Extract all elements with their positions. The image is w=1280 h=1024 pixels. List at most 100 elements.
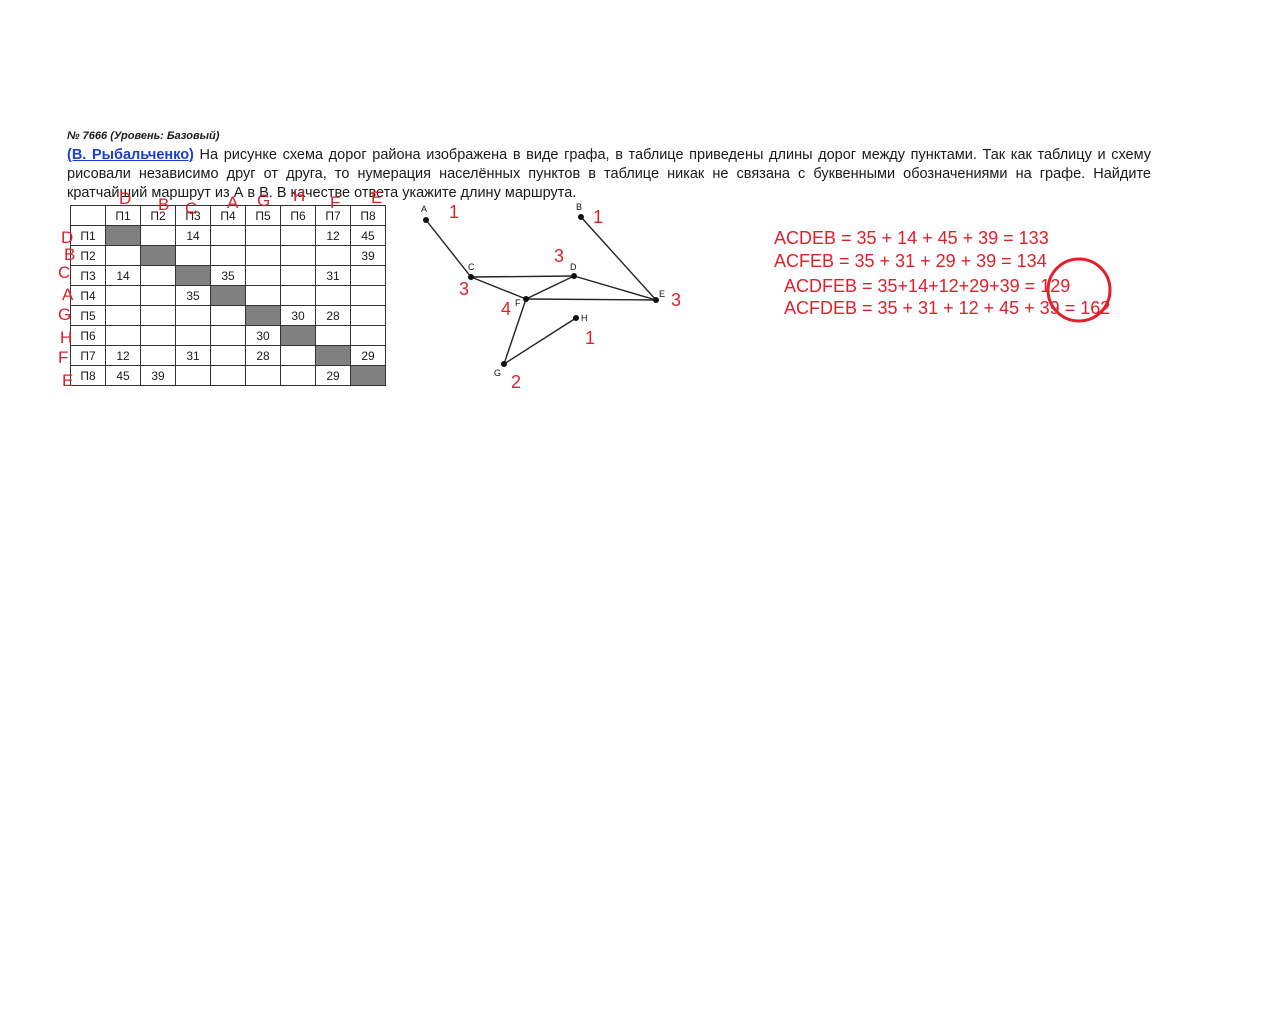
node-e — [653, 297, 659, 303]
distance-cell — [140, 285, 176, 306]
row-header: П4 — [70, 285, 106, 306]
distance-cell — [245, 265, 281, 286]
distance-cell — [210, 345, 246, 366]
distance-cell — [280, 245, 316, 266]
row-letter: E — [62, 371, 74, 390]
row-letter: C — [58, 263, 71, 282]
distance-cell — [105, 245, 141, 266]
degree-b: 1 — [593, 207, 603, 227]
col-header: П6 — [280, 205, 316, 226]
author-link[interactable]: (В. Рыбальченко) — [67, 147, 194, 163]
distance-cell: 30 — [280, 305, 316, 326]
distance-cell — [175, 325, 211, 346]
distance-cell — [175, 305, 211, 326]
node-a — [423, 217, 429, 223]
distance-cell — [140, 305, 176, 326]
distance-cell: 45 — [105, 365, 141, 386]
col-letter: A — [227, 193, 239, 212]
distance-cell — [350, 305, 386, 326]
equation-acfeb: ACFEB = 35 + 31 + 29 + 39 = 134 — [774, 251, 1047, 271]
node-d — [571, 273, 577, 279]
equation-acdeb: ACDEB = 35 + 14 + 45 + 39 = 133 — [774, 228, 1049, 248]
edge-f-g — [503, 298, 527, 365]
node-label-h: H — [581, 313, 588, 323]
edge-c-d — [470, 275, 575, 278]
distance-cell — [245, 285, 281, 306]
row-letter: B — [64, 245, 76, 264]
distance-cell — [245, 245, 281, 266]
col-letter: F — [330, 193, 341, 212]
distance-cell: 14 — [105, 265, 141, 286]
node-c — [468, 274, 474, 280]
edge-d-e — [573, 275, 657, 301]
row-header: П1 — [70, 225, 106, 246]
distance-cell — [350, 325, 386, 346]
distance-cell — [210, 245, 246, 266]
distance-cell — [105, 305, 141, 326]
distance-cell — [280, 345, 316, 366]
problem-text: (В. Рыбальченко) На рисунке схема дорог … — [67, 146, 1151, 203]
distance-cell — [280, 225, 316, 246]
row-header: П2 — [70, 245, 106, 266]
node-h — [573, 315, 579, 321]
distance-cell — [280, 365, 316, 386]
edge-f-e — [525, 298, 657, 301]
problem-header: № 7666 (Уровень: Базовый) — [67, 130, 220, 142]
node-f — [523, 296, 529, 302]
distance-cell — [245, 225, 281, 246]
distance-cell — [315, 325, 351, 346]
degree-e: 3 — [671, 290, 681, 310]
distance-cell: 30 — [245, 325, 281, 346]
col-header: П7 — [315, 205, 351, 226]
distance-cell — [315, 245, 351, 266]
equation-acfdeb: ACFDEB = 35 + 31 + 12 + 45 + 39 = 162 — [784, 298, 1111, 318]
col-letter: B — [158, 195, 170, 214]
col-letter: E — [371, 188, 383, 207]
row-header: П8 — [70, 365, 106, 386]
row-header: П7 — [70, 345, 106, 366]
diagonal-cell — [350, 365, 386, 386]
distance-cell: 45 — [350, 225, 386, 246]
row-letter: G — [58, 305, 72, 324]
distance-cell: 14 — [175, 225, 211, 246]
road-graph: A B C D E F G H 1 1 3 3 3 4 1 2 — [421, 202, 681, 392]
diagonal-cell — [140, 245, 176, 266]
col-header: П3 — [175, 205, 211, 226]
distance-cell: 39 — [140, 365, 176, 386]
node-label-e: E — [659, 289, 665, 299]
diagonal-cell — [245, 305, 281, 326]
edge-c-f — [470, 276, 527, 300]
node-b — [578, 214, 584, 220]
row-header: П6 — [70, 325, 106, 346]
row-letter: F — [58, 348, 69, 367]
node-label-d: D — [570, 262, 577, 272]
row-header: П5 — [70, 305, 106, 326]
distance-cell — [140, 225, 176, 246]
table-row: П6 30 — [70, 325, 386, 346]
graph-nodes — [423, 214, 659, 367]
degree-f: 4 — [501, 299, 511, 319]
distance-cell — [210, 305, 246, 326]
edge-f-d — [525, 275, 575, 300]
col-letter: G — [257, 191, 271, 210]
diagonal-cell — [105, 225, 141, 246]
edge-b-e — [580, 216, 657, 301]
node-label-a: A — [421, 204, 427, 214]
degree-c: 3 — [459, 279, 469, 299]
distance-cell: 35 — [210, 265, 246, 286]
distance-cell: 29 — [315, 365, 351, 386]
node-g — [501, 361, 507, 367]
row-header: П3 — [70, 265, 106, 286]
distance-cell — [210, 225, 246, 246]
distance-cell: 28 — [315, 305, 351, 326]
diagonal-cell — [175, 265, 211, 286]
distance-cell — [210, 365, 246, 386]
